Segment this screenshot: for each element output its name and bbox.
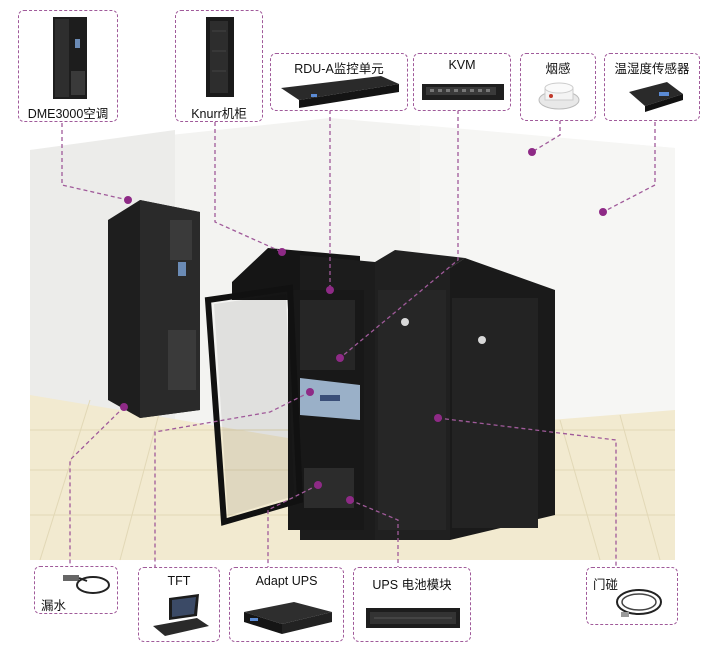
water-leak-sensor-icon [63, 575, 110, 594]
air-conditioner-icon [53, 17, 87, 99]
label-kvm: KVM [448, 58, 476, 72]
label-dme3000: DME3000空调 [27, 107, 109, 121]
label-tft: TFT [167, 574, 191, 588]
label-smoke: 烟感 [545, 62, 571, 76]
callout-temp-hum: 温湿度传感器 [604, 53, 700, 121]
dme3000-unit [108, 200, 200, 418]
label-door: 门碰 [593, 578, 619, 592]
label-ups-battery: UPS 电池模块 [372, 578, 452, 592]
ups-icon [244, 602, 332, 634]
callout-ups-battery: UPS 电池模块 [353, 567, 471, 642]
callout-knurr: Knurr机柜 [175, 10, 263, 122]
door-contact-sensor-icon [616, 589, 662, 617]
battery-module-icon [366, 608, 460, 628]
tft-console-icon [153, 594, 209, 636]
callout-adapt-ups: Adapt UPS [229, 567, 344, 642]
rack-cabinet-icon [206, 17, 234, 97]
callout-door: 门碰 [586, 567, 678, 625]
callout-leak: 漏水 [34, 566, 118, 614]
kvm-switch-icon [422, 84, 504, 100]
label-adapt-ups: Adapt UPS [255, 574, 318, 588]
callout-kvm: KVM [413, 53, 511, 111]
cabinet-row [204, 248, 555, 540]
callout-rdu: RDU-A监控单元 [270, 53, 408, 111]
label-temp-hum: 温湿度传感器 [614, 62, 690, 76]
label-leak: 漏水 [41, 599, 67, 613]
smoke-detector-icon [538, 82, 580, 110]
callout-smoke: 烟感 [520, 53, 596, 121]
label-rdu: RDU-A监控单元 [294, 62, 384, 76]
label-knurr: Knurr机柜 [191, 107, 247, 121]
monitoring-unit-icon [281, 76, 399, 108]
temperature-humidity-sensor-icon [629, 82, 683, 112]
callout-tft: TFT [138, 567, 220, 642]
callout-dme3000: DME3000空调 [18, 10, 118, 122]
